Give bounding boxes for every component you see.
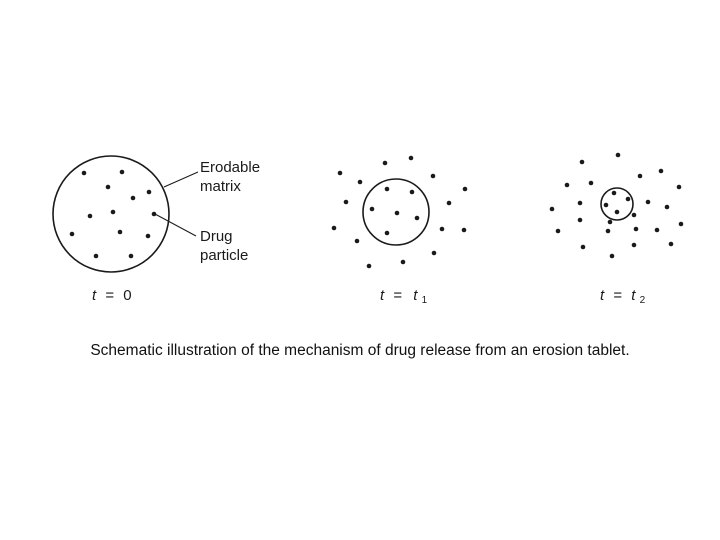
drug-particle bbox=[579, 159, 585, 165]
drug-particle bbox=[607, 219, 613, 225]
eroded-matrix-circle-t2 bbox=[600, 187, 634, 221]
drug-particles-stage-t0 bbox=[69, 169, 157, 259]
drug-particle bbox=[645, 199, 651, 205]
drug-particle bbox=[603, 202, 609, 208]
label-erodable: Erodable bbox=[200, 159, 260, 176]
label-matrix: matrix bbox=[200, 178, 241, 195]
leader-line-drug bbox=[154, 213, 197, 237]
drug-particle bbox=[609, 253, 615, 259]
drug-particle bbox=[588, 180, 594, 186]
drug-particle bbox=[128, 253, 134, 259]
drug-particle bbox=[430, 173, 436, 179]
drug-particle bbox=[366, 263, 372, 269]
label-particle: particle bbox=[200, 247, 248, 264]
drug-particle bbox=[658, 168, 664, 174]
drug-particle bbox=[105, 184, 111, 190]
drug-particle bbox=[354, 238, 360, 244]
drug-particle bbox=[631, 242, 637, 248]
drug-particle bbox=[676, 184, 682, 190]
drug-particle bbox=[331, 225, 337, 231]
drug-particle bbox=[414, 215, 420, 221]
drug-particle bbox=[633, 226, 639, 232]
time-label-t0: t = 0 bbox=[92, 287, 132, 304]
stage-t1 bbox=[331, 155, 468, 269]
stage-t2 bbox=[549, 152, 684, 259]
drug-particle bbox=[577, 200, 583, 206]
eroded-matrix-circle-t1 bbox=[362, 178, 430, 246]
drug-particle bbox=[555, 228, 561, 234]
drug-particle bbox=[654, 227, 660, 233]
drug-particle bbox=[87, 213, 93, 219]
drug-particle bbox=[564, 182, 570, 188]
drug-particle bbox=[549, 206, 555, 212]
drug-particle bbox=[668, 241, 674, 247]
drug-particle bbox=[146, 189, 152, 195]
drug-particle bbox=[664, 204, 670, 210]
drug-particle bbox=[69, 231, 75, 237]
drug-particle bbox=[461, 227, 467, 233]
erosion-release-diagram: Erodable matrix Drug particle t = 0 t = … bbox=[52, 152, 684, 306]
erodable-matrix-circle bbox=[52, 155, 170, 273]
drug-particle bbox=[382, 160, 388, 166]
drug-particle bbox=[357, 179, 363, 185]
time-var: t bbox=[600, 287, 605, 304]
leader-line-matrix bbox=[163, 171, 199, 188]
drug-particle bbox=[408, 155, 414, 161]
drug-particle bbox=[625, 196, 631, 202]
drug-particle bbox=[81, 170, 87, 176]
time-subscript: 2 bbox=[640, 295, 646, 306]
drug-particle bbox=[369, 206, 375, 212]
time-op: = bbox=[393, 287, 402, 304]
drug-particle bbox=[462, 186, 468, 192]
drug-particle bbox=[384, 186, 390, 192]
time-subscript: 1 bbox=[422, 295, 428, 306]
drug-particle bbox=[439, 226, 445, 232]
drug-particle bbox=[614, 209, 620, 215]
time-op: = bbox=[613, 287, 622, 304]
drug-particle bbox=[384, 230, 390, 236]
figure-caption: Schematic illustration of the mechanism … bbox=[90, 342, 630, 359]
drug-particle bbox=[611, 190, 617, 196]
drug-particle bbox=[145, 233, 151, 239]
drug-particle bbox=[580, 244, 586, 250]
label-drug: Drug bbox=[200, 228, 233, 245]
drug-particle bbox=[130, 195, 136, 201]
drug-particle bbox=[637, 173, 643, 179]
time-op: = bbox=[105, 287, 114, 304]
drug-particle bbox=[409, 189, 415, 195]
drug-particle bbox=[337, 170, 343, 176]
time-label-t1: t = t 1 bbox=[380, 287, 428, 306]
stage-t0 bbox=[52, 155, 170, 273]
time-var: t bbox=[380, 287, 385, 304]
drug-particle bbox=[400, 259, 406, 265]
time-var: t bbox=[92, 287, 97, 304]
drug-particle bbox=[446, 200, 452, 206]
drug-particle bbox=[577, 217, 583, 223]
drug-particle bbox=[431, 250, 437, 256]
drug-particle bbox=[615, 152, 621, 158]
drug-particles-stage-t1 bbox=[331, 155, 468, 269]
time-value: 0 bbox=[123, 287, 131, 304]
drug-particle bbox=[678, 221, 684, 227]
time-label-t2: t = t 2 bbox=[600, 287, 646, 306]
time-value: t bbox=[631, 287, 636, 304]
drug-particle bbox=[117, 229, 123, 235]
drug-particle bbox=[394, 210, 400, 216]
drug-particle bbox=[93, 253, 99, 259]
time-value: t bbox=[413, 287, 418, 304]
drug-particle bbox=[119, 169, 125, 175]
drug-particle bbox=[343, 199, 349, 205]
drug-particle bbox=[631, 212, 637, 218]
drug-particle bbox=[110, 209, 116, 215]
drug-particle bbox=[151, 211, 157, 217]
drug-particle bbox=[605, 228, 611, 234]
drug-particles-stage-t2 bbox=[549, 152, 684, 259]
